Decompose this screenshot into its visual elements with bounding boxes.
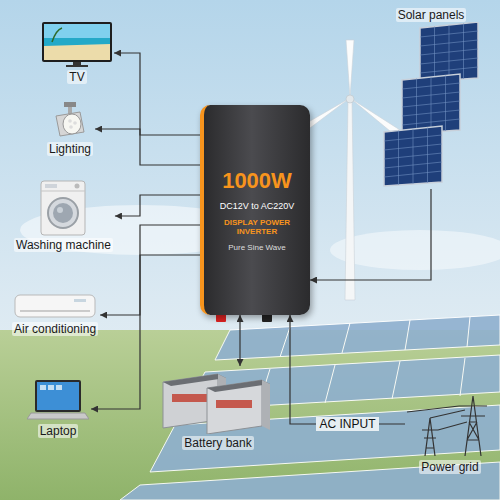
air-conditioner-icon [14,294,96,320]
node-icon [407,392,493,458]
node-icon [27,380,89,422]
voltage-spec: DC12V to AC220V [220,201,295,211]
power-connector [115,195,200,216]
battery-node: Battery bank [156,366,280,452]
node-label: Lighting [47,142,93,156]
inverter-box: 1000W DC12V to AC220V DISPLAY POWER INVERT… [200,105,310,315]
wave-type: Pure Sine Wave [228,243,286,252]
power-rating: 1000W [222,168,292,194]
power-connector [100,225,200,315]
solar-panel-node: Solar panels [370,4,492,189]
washing-machine-icon [40,180,86,236]
power-connector [114,53,200,135]
power-connector [310,189,431,280]
power-connector [290,315,405,424]
power-grid-node: Power grid [405,390,495,476]
node-label: Laptop [38,424,79,438]
node-label: Battery bank [182,436,253,450]
node-label: TV [67,70,86,84]
power-connector [95,129,200,165]
node-label: Air conditioning [12,322,98,336]
node-icon [50,102,90,140]
solar-panel-icon [372,22,490,187]
panel-field [120,315,500,500]
product-name: DISPLAY POWER INVERTER [210,218,304,236]
node-icon [372,22,490,187]
node-icon [14,294,96,320]
appliance-node: Lighting [45,100,95,158]
node-icon [158,368,278,434]
node-icon [42,22,112,68]
appliance-node: Washing machine [12,178,115,254]
power-connector [239,315,240,366]
node-label: Washing machine [14,238,113,252]
connector-label: AC INPUT [316,417,378,431]
appliance-node: Air conditioning [10,292,100,338]
battery-icon [158,368,278,434]
appliance-node: Laptop [25,378,91,440]
spotlight-icon [50,102,90,140]
node-label: Solar panels [396,8,467,22]
tv-icon [42,22,112,68]
node-label: Power grid [419,460,480,474]
appliance-node: TV [40,20,114,86]
node-icon [40,180,86,236]
laptop-icon [27,380,89,422]
power-pylon-icon [407,392,493,458]
